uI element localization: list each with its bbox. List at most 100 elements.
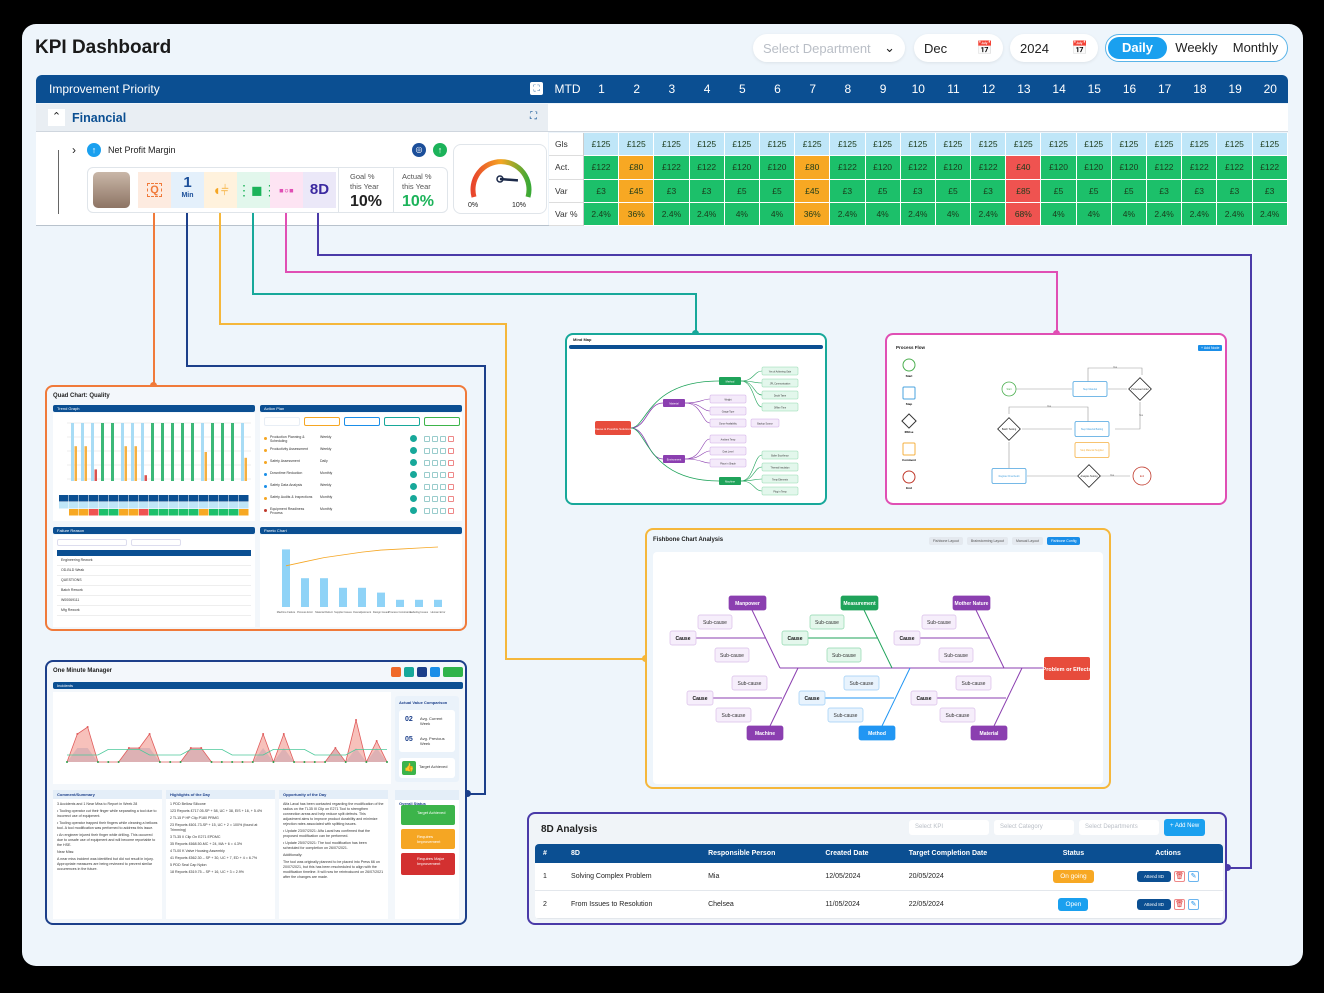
value-cell[interactable]: £125 <box>584 133 620 157</box>
add-node-button[interactable]: + Add Node <box>1198 345 1223 351</box>
action-button[interactable] <box>432 508 438 514</box>
fishbone-layout-button[interactable]: Fishbone Config <box>1046 537 1081 545</box>
value-cell[interactable]: £120 <box>1111 156 1147 180</box>
sub-cause-node[interactable] <box>827 707 864 723</box>
sub-cause-node[interactable] <box>955 675 992 691</box>
action-button[interactable] <box>440 496 446 502</box>
action-button[interactable] <box>440 472 446 478</box>
value-cell[interactable]: £122 <box>971 156 1007 180</box>
status-badge[interactable]: Open <box>1058 898 1089 911</box>
action-button[interactable] <box>440 484 446 490</box>
action-summary-chip[interactable] <box>424 417 460 426</box>
value-cell[interactable]: £3 <box>1217 179 1253 203</box>
value-cell[interactable]: £122 <box>900 156 936 180</box>
value-cell[interactable]: £5 <box>1076 179 1112 203</box>
process-flow-icon[interactable]: ▪◦▪ <box>270 172 303 208</box>
value-cell[interactable]: £120 <box>1076 156 1112 180</box>
period-weekly[interactable]: Weekly <box>1175 40 1218 55</box>
value-cell[interactable]: £125 <box>689 133 725 157</box>
sub-cause-node[interactable] <box>921 614 957 630</box>
sub-cause-node[interactable] <box>731 675 768 691</box>
value-cell[interactable]: £120 <box>1041 156 1077 180</box>
action-button[interactable] <box>440 436 446 442</box>
value-cell[interactable]: £3 <box>900 179 936 203</box>
action-button[interactable] <box>448 472 454 478</box>
cause-node[interactable] <box>893 630 921 646</box>
value-cell[interactable]: 2.4% <box>1182 202 1218 227</box>
action-button[interactable] <box>448 448 454 454</box>
action-button[interactable] <box>448 484 454 490</box>
sub-cause-node[interactable] <box>938 647 974 663</box>
value-cell[interactable]: 4% <box>1076 202 1112 227</box>
category-node[interactable] <box>858 725 896 741</box>
flow-node-c1[interactable] <box>1074 442 1110 458</box>
period-daily[interactable]: Daily <box>1108 37 1167 59</box>
cause-node[interactable] <box>781 630 809 646</box>
action-button[interactable] <box>432 460 438 466</box>
value-cell[interactable]: 36% <box>619 202 655 227</box>
legend-shape[interactable] <box>902 470 916 484</box>
status-requires-improvement[interactable]: Requires Improvement <box>401 829 455 849</box>
department-select[interactable]: Select Department⌄ <box>753 34 905 62</box>
flow-node-d1[interactable] <box>1128 377 1152 401</box>
value-cell[interactable]: £125 <box>654 133 690 157</box>
value-cell[interactable]: £5 <box>935 179 972 203</box>
sub-cause-node[interactable] <box>826 647 862 663</box>
action-button[interactable] <box>424 448 430 454</box>
edit-icon[interactable]: ✎ <box>1188 871 1200 882</box>
period-toggle[interactable]: Daily Weekly Monthly <box>1105 34 1288 62</box>
status-badge[interactable]: On going <box>1053 870 1094 883</box>
value-cell[interactable]: £3 <box>1147 179 1183 203</box>
8d-tool[interactable]: 8D <box>303 172 336 208</box>
camera-icon[interactable] <box>430 667 440 677</box>
sub-cause-node[interactable] <box>939 707 976 723</box>
value-cell[interactable]: £122 <box>830 156 866 180</box>
status-target-achieved[interactable]: Target Achieved <box>401 805 455 825</box>
value-cell[interactable]: £85 <box>1006 179 1042 203</box>
add-new-button[interactable]: + Add New <box>1164 819 1206 836</box>
expand-icon[interactable]: ⛶ <box>530 111 537 122</box>
select-category[interactable]: Select Category <box>994 820 1074 835</box>
value-cell[interactable]: £122 <box>654 156 690 180</box>
value-cell[interactable]: 36% <box>795 202 831 227</box>
value-cell[interactable]: £5 <box>724 179 760 203</box>
sub-cause-node[interactable] <box>714 647 750 663</box>
legend-shape[interactable] <box>902 386 916 400</box>
action-button[interactable] <box>424 436 430 442</box>
action-button[interactable] <box>432 448 438 454</box>
action-button[interactable] <box>448 508 454 514</box>
value-cell[interactable]: £120 <box>865 156 901 180</box>
value-cell[interactable]: 4% <box>759 202 796 227</box>
action-button[interactable] <box>440 448 446 454</box>
value-cell[interactable]: £3 <box>1182 179 1218 203</box>
cause-node[interactable] <box>910 690 938 706</box>
value-cell[interactable]: £3 <box>689 179 725 203</box>
group-financial[interactable]: ⌃ Financial ⛶ <box>36 104 548 132</box>
category-node[interactable] <box>840 595 879 611</box>
save-button[interactable] <box>443 667 463 677</box>
value-cell[interactable]: 4% <box>865 202 901 227</box>
category-node[interactable] <box>746 725 784 741</box>
category-node[interactable] <box>952 595 991 611</box>
value-cell[interactable]: £5 <box>759 179 796 203</box>
action-button[interactable] <box>440 460 446 466</box>
value-cell[interactable]: £122 <box>1217 156 1253 180</box>
value-cell[interactable]: £5 <box>865 179 901 203</box>
sub-cause-node[interactable] <box>697 614 733 630</box>
value-cell[interactable]: 2.4% <box>1217 202 1253 227</box>
value-cell[interactable]: 2.4% <box>971 202 1007 227</box>
flow-node-d3[interactable] <box>1077 464 1101 488</box>
chart-icon[interactable] <box>404 667 414 677</box>
kpi-name[interactable]: Net Profit Margin <box>108 145 176 155</box>
value-cell[interactable]: £5 <box>1041 179 1077 203</box>
value-cell[interactable]: £40 <box>1006 156 1042 180</box>
action-button[interactable] <box>440 508 446 514</box>
fishbone-layout-button[interactable]: Manual Layout <box>1011 537 1043 545</box>
action-summary-chip[interactable] <box>304 417 340 426</box>
value-cell[interactable]: 2.4% <box>830 202 866 227</box>
sub-cause-node[interactable] <box>843 675 880 691</box>
select-kpi[interactable]: Select KPI <box>909 820 989 835</box>
action-button[interactable] <box>424 508 430 514</box>
value-cell[interactable]: £80 <box>795 156 831 180</box>
trend-up-icon[interactable]: ↑ <box>433 143 447 157</box>
